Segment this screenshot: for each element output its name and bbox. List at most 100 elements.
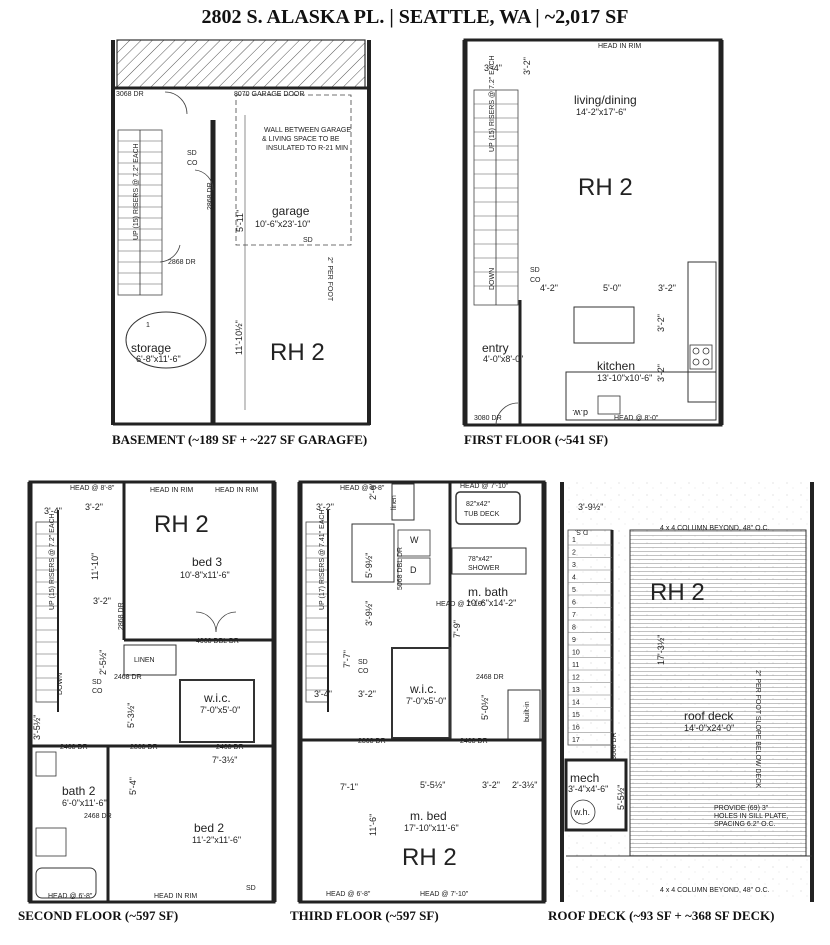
entry-dim: 4'-0"x8'-0" [483,354,523,364]
basement-hatch-area [116,39,366,89]
first-dim-5: 3'-2" [658,283,676,293]
entry-label: entry [482,341,509,355]
column-note-2: 4 x 4 COLUMN BEYOND, 48" O.C. [660,887,770,894]
roof-stair-number: 10 [572,650,580,657]
roof-stair-number: 12 [572,675,580,682]
roof-stair-number: 14 [572,700,580,707]
washer [397,529,431,557]
second-dim-7: 7'-3½" [212,755,237,765]
wh-label: w.h. [573,807,590,817]
third-head2: HEAD @ 7'-10" [460,483,509,490]
second-wic [179,679,255,743]
wall-note-3: INSULATED TO R-21 MIN [266,145,348,152]
wall-note-1: WALL BETWEEN GARAGE [264,127,351,134]
bed3-dim: 10'-8"x11'-6" [180,570,230,580]
second-door-6: 2468 DR [84,813,112,820]
basement-door-swing [194,169,214,191]
third-sd: SD [358,659,368,666]
bath2-toilet [35,751,57,777]
roof-stair-number: 16 [572,725,580,732]
shower-label: 78"x42" [468,556,493,563]
third-door-1: 5068 DBL DR [397,547,404,590]
basement-door3: 2868 DR [168,259,196,266]
third-dim-13: 7'-1" [340,782,358,792]
storage-bubble [125,311,207,369]
bed2-label: bed 2 [194,821,224,835]
basement-dim-1110: 11'-10½" [234,320,244,355]
second-head3: HEAD IN RIM [215,487,258,494]
basement-zone: RH 2 [270,339,325,366]
basement-door-swing-2 [159,244,181,263]
linen-label: LINEN [134,657,155,664]
column-note: 4 x 4 COLUMN BEYOND, 48" O.C. [660,525,770,532]
bath2-vanity [35,827,67,857]
first-co: CO [530,277,541,284]
first-down: DOWN [489,268,496,290]
bed3-door-swing [195,611,217,633]
second-stair-note: UP (15) RISERS @ 7.2" EACH [49,513,56,610]
roof-stair-number: 11 [572,662,579,669]
page-title: 2802 S. ALASKA PL. | SEATTLE, WA | ~2,01… [201,6,629,28]
roof-stair-number: 5 [572,587,576,594]
bed2-dim: 11'-2"x11'-6" [192,835,241,845]
second-door-3: 2468 DR [114,674,142,681]
third-door-2: 2468 DR [476,674,504,681]
second-head5: HEAD IN RIM [154,893,197,900]
roof-ds: D.S. [574,528,588,535]
basement-dim-511: 5'-11" [235,210,245,232]
third-wic [391,647,451,739]
second-head4: HEAD @ 6'-8" [48,893,93,900]
second-dim-8: 5'-4" [128,777,138,795]
third-zone: RH 2 [402,844,457,871]
basement-plan: 3068 DR 8070 GARAGE DOOR WALL BETWEEN GA… [111,39,371,426]
roof-stair-number: 7 [572,612,576,619]
tub-label: 82"x42" [466,501,491,508]
dryer-label: D [410,565,417,575]
storage-label: storage [131,341,171,355]
roof-stair-number: 1 [572,537,576,544]
first-dim-7: 3'-2" [656,364,666,382]
first-door: 3080 DR [474,415,502,422]
second-dim-9: 3'-5½" [32,715,42,740]
washer-label: W [410,535,419,545]
third-wic-label: w.i.c. [409,682,437,696]
first-zone: RH 2 [578,174,633,201]
first-dim-1: 3'-4" [484,63,502,73]
first-dim-3: 4'-2" [540,283,558,293]
second-dim-6: 5'-3½" [126,703,136,728]
third-door-4: 2468 DR [460,738,488,745]
roof-stair-number: 13 [572,687,580,694]
first-dim-2: 3'-2" [522,57,532,75]
basement-door2: 2868 DR [207,182,214,210]
basement-slope: 2" PER FOOT [326,257,333,302]
third-floor-plan: HEAD @ 6'-8" HEAD @ 7'-10" HEAD @ 7'-10"… [297,480,547,904]
caption-second: SECOND FLOOR (~597 SF) [18,908,179,923]
garage-door-outline [235,94,352,246]
kitchen-label: kitchen [597,359,635,373]
second-dim-4: 3'-2" [93,596,111,606]
second-door-2: 4068 DBL DR [196,638,239,645]
roof-slope: 2" PER FOOT SLOPE BELOW DECK [754,670,761,788]
roof-stair-number: 9 [572,637,576,644]
garage-dim: 10'-6"x23'-10" [255,219,310,229]
first-head: HEAD IN RIM [598,43,641,50]
mbath-label: m. bath [468,585,508,599]
roof-dim-top: 3'-9½" [578,502,603,512]
second-floor-plan: HEAD @ 8'-8" HEAD IN RIM HEAD IN RIM HEA… [27,480,277,904]
kitchen-dim: 13'-10"x10'-6" [597,373,652,383]
third-stair-treads [306,533,328,691]
mbath-dim: 10'-6"x14'-2" [466,598,516,608]
roof-stair-number: 6 [572,600,576,607]
mech-room [564,758,628,832]
caption-third: THIRD FLOOR (~597 SF) [290,908,439,923]
kitchen-sink [597,395,621,415]
tub-label-2: TUB DECK [464,511,500,518]
second-dim-3: 11'-10" [90,553,100,580]
second-dim-1: 3'-4" [44,506,62,516]
roof-deck-dim: 14'-0"x24'-0" [684,723,734,733]
roof-door: 3068 DR [611,732,618,760]
third-dim-12: 2'-3½" [512,780,537,790]
second-door-7: 2468 DR [60,744,88,751]
linen-closet [123,644,177,676]
third-dim-4: 3'-9½" [364,601,374,626]
